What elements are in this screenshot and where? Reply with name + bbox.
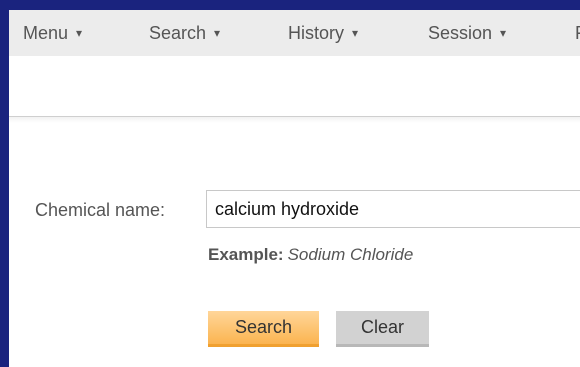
chevron-down-icon: ▾ — [500, 26, 507, 40]
section-divider-shadow — [9, 117, 580, 123]
clear-button[interactable]: Clear — [336, 311, 429, 347]
session-menu-label: Session — [428, 22, 493, 43]
chevron-down-icon: ▾ — [214, 26, 221, 40]
chevron-down-icon: ▾ — [76, 26, 83, 40]
history-menu-label: History — [288, 22, 345, 43]
window-top-border — [0, 0, 580, 10]
search-menu-label: Search — [149, 22, 207, 43]
chemical-name-label: Chemical name: — [35, 200, 166, 220]
example-hint: Example:Sodium Chloride — [208, 245, 413, 265]
search-button[interactable]: Search — [208, 311, 319, 347]
truncated-menu-label: F — [575, 23, 580, 44]
chevron-down-icon: ▾ — [352, 26, 359, 40]
search-dropdown[interactable]: Search ▾ — [149, 23, 220, 44]
menubar: Menu ▾ Search ▾ History ▾ Session ▾ F — [9, 10, 580, 56]
chemical-name-input[interactable] — [206, 190, 580, 228]
menu-label: Menu — [23, 22, 69, 43]
section-divider — [9, 116, 580, 117]
example-value: Sodium Chloride — [287, 245, 414, 264]
example-label: Example: — [208, 245, 284, 264]
truncated-menu-item[interactable]: F — [575, 23, 580, 44]
menu-dropdown[interactable]: Menu ▾ — [23, 23, 82, 44]
window-left-border — [0, 0, 9, 367]
session-dropdown[interactable]: Session ▾ — [428, 23, 506, 44]
history-dropdown[interactable]: History ▾ — [288, 23, 358, 44]
